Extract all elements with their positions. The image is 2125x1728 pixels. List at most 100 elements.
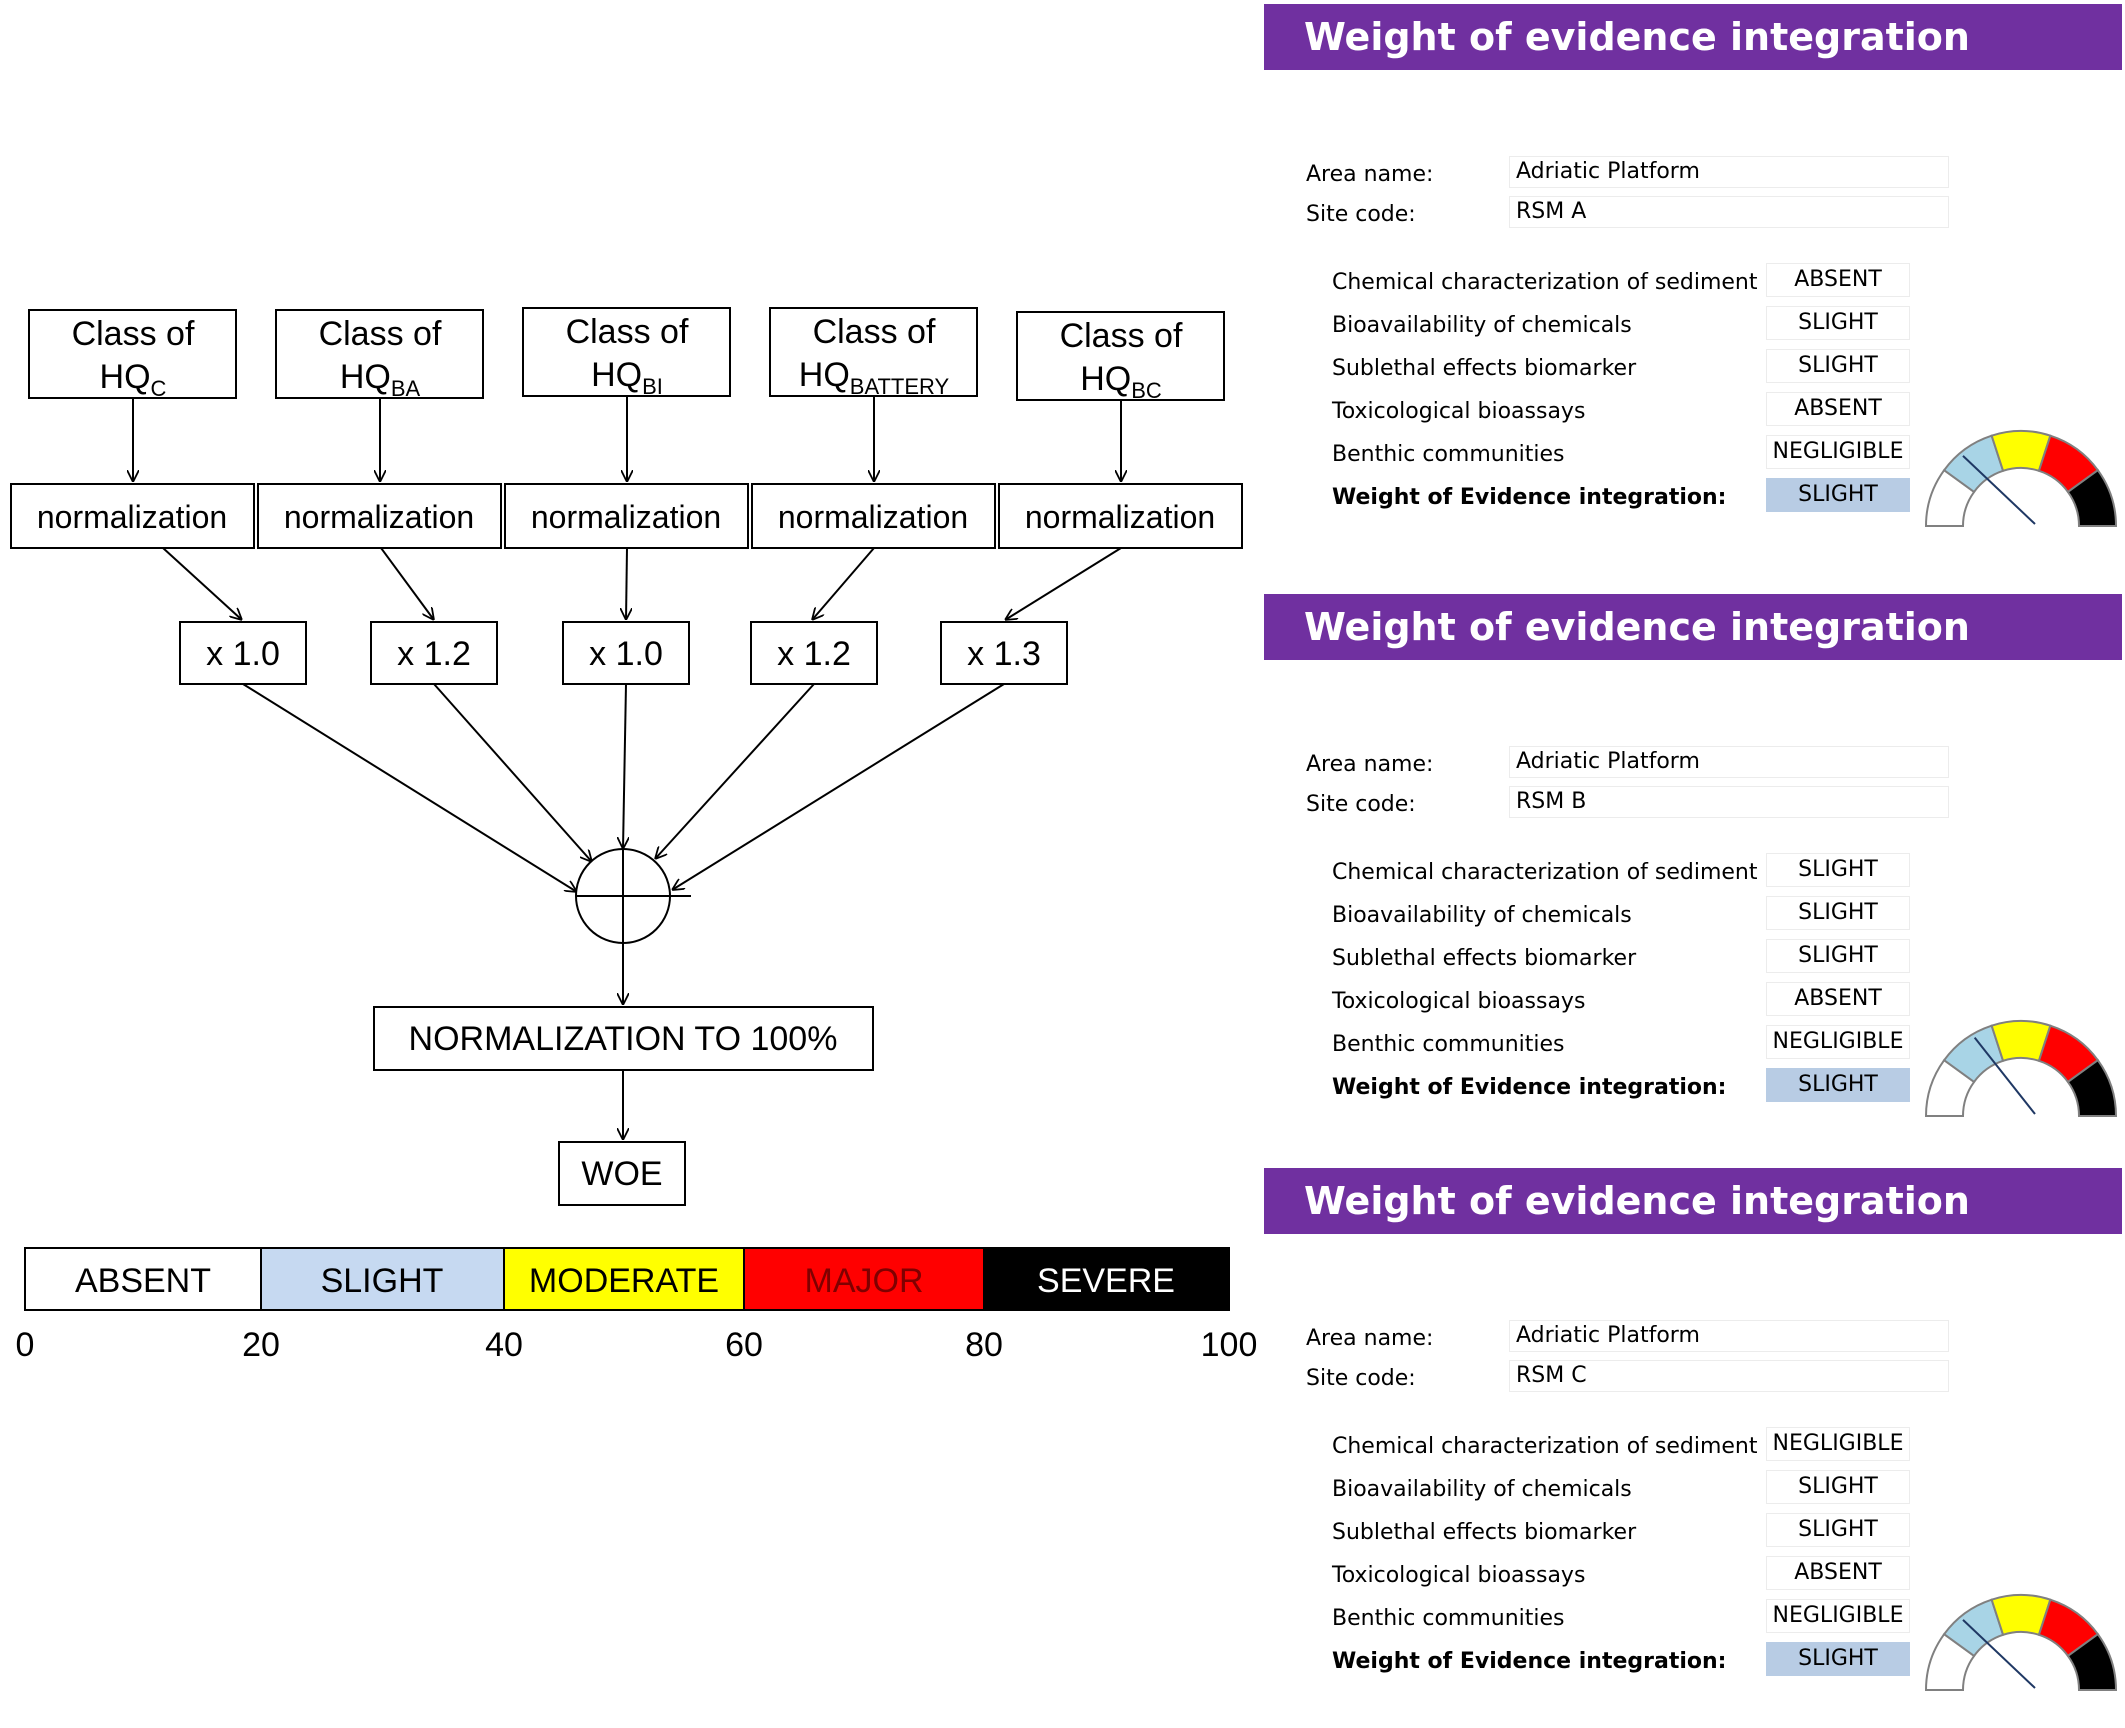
row-value-benthic: NEGLIGIBLE [1766, 1025, 1910, 1059]
panel-title: Weight of evidence integration [1264, 594, 2122, 660]
input-prefix: Class of [72, 315, 195, 353]
woe-result-label: Weight of Evidence integration: [1332, 1649, 1727, 1674]
normalization-label: normalization [1025, 499, 1215, 535]
woe-result-label: Weight of Evidence integration: [1332, 1075, 1727, 1100]
input-hq: HQ [1080, 360, 1131, 398]
normalization-box-5: normalization [998, 483, 1243, 549]
row-label-biomarker: Sublethal effects biomarker [1332, 946, 1637, 971]
input-prefix: Class of [1060, 317, 1183, 355]
svg-text:HQBATTERY: HQBATTERY [799, 356, 950, 399]
woe-panel-rsm-a: Weight of evidence integration Area name… [1264, 4, 2122, 564]
normalization-total-box: NORMALIZATION TO 100% [373, 1006, 874, 1071]
row-value-bioavailability: SLIGHT [1766, 896, 1910, 930]
gauge-segment [2066, 1058, 2118, 1117]
weight-arrows [162, 547, 1122, 620]
site-code-label: Site code: [1306, 202, 1416, 227]
severity-segment-severe [983, 1247, 1230, 1311]
woe-result-label: Weight of Evidence integration: [1332, 485, 1727, 510]
weight-label: x 1.0 [589, 635, 663, 673]
row-value-chemical: ABSENT [1766, 263, 1910, 297]
row-label-biomarker: Sublethal effects biomarker [1332, 356, 1637, 381]
site-code-label: Site code: [1306, 792, 1416, 817]
gauge-needle [1973, 1037, 2036, 1115]
area-name-label: Area name: [1306, 1326, 1434, 1351]
gauge-needle [1962, 455, 2036, 525]
normalization-box-2: normalization [257, 483, 502, 549]
gauge [1924, 1020, 2118, 1117]
tick-label: 80 [965, 1326, 1003, 1364]
row-value-benthic: NEGLIGIBLE [1766, 1599, 1910, 1633]
input-subscript: BI [642, 374, 663, 399]
row-label-bioassays: Toxicological bioassays [1332, 989, 1586, 1014]
woe-result-value: SLIGHT [1766, 1068, 1910, 1102]
row-label-benthic: Benthic communities [1332, 1032, 1565, 1057]
row-value-benthic: NEGLIGIBLE [1766, 435, 1910, 469]
row-label-biomarker: Sublethal effects biomarker [1332, 1520, 1637, 1545]
input-prefix: Class of [319, 315, 442, 353]
severity-segment-major [743, 1247, 985, 1311]
summation-node [575, 848, 691, 944]
input-prefix: Class of [813, 313, 936, 351]
row-label-chemical: Chemical characterization of sediment [1332, 1434, 1758, 1459]
row-label-chemical: Chemical characterization of sediment [1332, 860, 1758, 885]
weight-box-1: x 1.0 [179, 621, 307, 685]
severity-scale: ABSENT SLIGHT MODERATE MAJOR SEVERE [24, 1247, 1230, 1311]
row-label-benthic: Benthic communities [1332, 442, 1565, 467]
severity-ticks: 0 20 40 60 80 100 [16, 1326, 1258, 1364]
severity-segment-slight [260, 1247, 505, 1311]
row-label-bioavailability: Bioavailability of chemicals [1332, 313, 1632, 338]
tick-label: 60 [725, 1326, 763, 1364]
svg-text:HQC: HQC [100, 358, 167, 401]
severity-label-major: MAJOR [805, 1262, 924, 1300]
tick-label: 100 [1201, 1326, 1258, 1364]
severity-label-moderate: MODERATE [529, 1262, 719, 1300]
area-name-value: Adriatic Platform [1509, 156, 1949, 188]
woe-panel-rsm-c: Weight of evidence integration Area name… [1264, 1168, 2122, 1728]
normalization-label: normalization [531, 499, 721, 535]
weight-label: x 1.2 [397, 635, 471, 673]
severity-segment-moderate [503, 1247, 745, 1311]
input-subscript: BA [391, 376, 421, 401]
row-value-bioassays: ABSENT [1766, 392, 1910, 426]
row-label-chemical: Chemical characterization of sediment [1332, 270, 1758, 295]
tick-label: 20 [242, 1326, 280, 1364]
panel-title: Weight of evidence integration [1264, 1168, 2122, 1234]
site-code-label: Site code: [1306, 1366, 1416, 1391]
input-box-hq-ba: Class of HQBA [275, 309, 484, 401]
tick-label: 40 [485, 1326, 523, 1364]
severity-segment-absent [24, 1247, 262, 1311]
area-name-label: Area name: [1306, 752, 1434, 777]
weight-box-5: x 1.3 [940, 621, 1068, 685]
row-label-benthic: Benthic communities [1332, 1606, 1565, 1631]
row-value-chemical: NEGLIGIBLE [1766, 1427, 1910, 1461]
gauge [1924, 430, 2118, 527]
row-value-biomarker: SLIGHT [1766, 939, 1910, 973]
gauge-needle [1962, 1619, 2036, 1689]
input-subscript: BATTERY [850, 374, 950, 399]
woe-panel-rsm-b: Weight of evidence integration Area name… [1264, 594, 2122, 1154]
row-value-biomarker: SLIGHT [1766, 1513, 1910, 1547]
row-label-bioavailability: Bioavailability of chemicals [1332, 903, 1632, 928]
input-subscript: C [151, 376, 167, 401]
input-prefix: Class of [566, 313, 689, 351]
input-hq: HQ [591, 356, 642, 394]
woe-box: WOE [558, 1141, 686, 1206]
woe-result-value: SLIGHT [1766, 1642, 1910, 1676]
row-value-bioavailability: SLIGHT [1766, 306, 1910, 340]
woe-label: WOE [581, 1155, 662, 1193]
row-label-bioavailability: Bioavailability of chemicals [1332, 1477, 1632, 1502]
normalization-label: normalization [284, 499, 474, 535]
area-name-label: Area name: [1306, 162, 1434, 187]
site-code-value: RSM C [1509, 1360, 1949, 1392]
input-hq: HQ [340, 358, 391, 396]
area-name-value: Adriatic Platform [1509, 1320, 1949, 1352]
normalization-label: normalization [37, 499, 227, 535]
weight-label: x 1.0 [206, 635, 280, 673]
sum-arrows [242, 683, 1005, 892]
weight-box-3: x 1.0 [562, 621, 690, 685]
normalization-box-3: normalization [504, 483, 749, 549]
input-hq: HQ [100, 358, 151, 396]
tick-label: 0 [16, 1326, 35, 1364]
gauge [1924, 1594, 2118, 1691]
normalization-box-4: normalization [751, 483, 996, 549]
